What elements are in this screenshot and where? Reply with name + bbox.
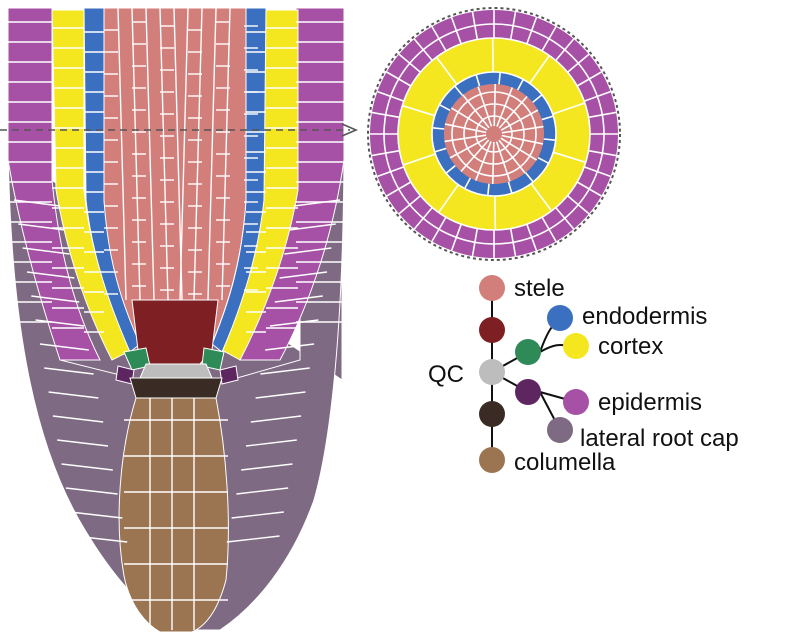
label-lateral-root-cap: lateral root cap — [580, 425, 739, 452]
cross-section — [367, 7, 621, 261]
label-qc: QC — [428, 361, 464, 388]
label-endodermis: endodermis — [582, 303, 707, 330]
columella — [118, 397, 229, 633]
node-stele-initial — [479, 317, 505, 343]
node-qc — [479, 359, 505, 385]
label-stele: stele — [514, 275, 565, 302]
node-stele — [479, 275, 505, 301]
label-cortex: cortex — [598, 333, 663, 360]
section-arrow-icon — [341, 123, 359, 137]
node-epidermis — [563, 389, 589, 415]
node-endodermis — [547, 305, 573, 331]
node-epidermis-lrc-initial — [515, 379, 541, 405]
lineage-legend: stele endodermis cortex QC epidermis lat… — [428, 275, 739, 476]
longitudinal-section — [7, 7, 345, 633]
cell-walls — [8, 7, 344, 630]
node-columella-initial — [479, 401, 505, 427]
node-cortex-endodermis-initial — [515, 339, 541, 365]
label-epidermis: epidermis — [598, 389, 702, 416]
node-cortex — [563, 333, 589, 359]
epidermis — [7, 7, 101, 361]
label-columella: columella — [514, 449, 616, 476]
columella-initials — [129, 377, 223, 399]
quiescent-center — [139, 363, 213, 379]
cross-cell-walls — [370, 10, 618, 258]
node-columella — [479, 447, 505, 473]
node-lateral-root-cap — [547, 417, 573, 443]
cross-stele — [444, 84, 544, 184]
cross-outline — [367, 7, 621, 261]
